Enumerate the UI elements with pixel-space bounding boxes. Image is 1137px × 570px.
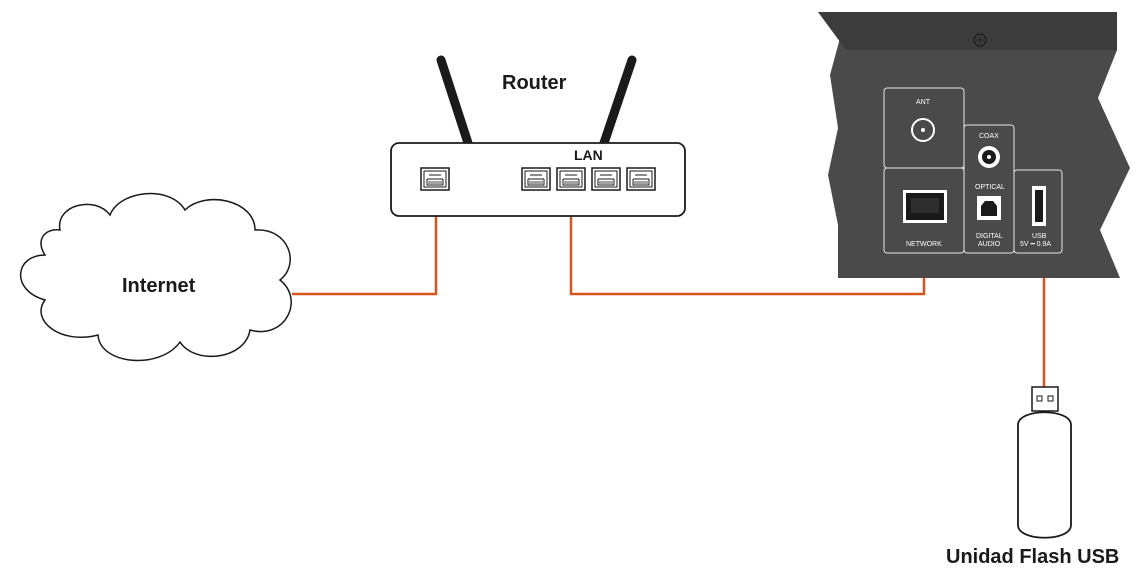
router-wan-port [420, 167, 450, 191]
lan-label: LAN [574, 147, 603, 163]
router-antenna-right [599, 55, 637, 148]
usb-drive-connector [1031, 386, 1059, 412]
internet-cloud [19, 192, 292, 362]
usb-drive-label: Unidad Flash USB [946, 546, 1119, 568]
cable-internet-router [292, 192, 438, 296]
usb-box [1013, 169, 1063, 254]
router-lan-port-1 [521, 167, 551, 191]
router-label: Router [502, 72, 567, 94]
router-lan-port-4 [626, 167, 656, 191]
internet-label: Internet [122, 275, 196, 297]
router-antenna-left [436, 55, 473, 148]
usb-drive-body [1017, 411, 1072, 539]
usb-label: USB [1032, 233, 1047, 240]
device-back-panel: ANT COAX OPTICAL DIGITAL AUDIO NETWORK U… [818, 12, 1130, 278]
router-lan-port-2 [556, 167, 586, 191]
optical-label: OPTICAL [975, 184, 1005, 191]
coax-label: COAX [979, 133, 999, 140]
ant-label: ANT [916, 99, 931, 106]
audio-label: AUDIO [978, 241, 1001, 248]
screw-icon [973, 33, 987, 47]
network-label: NETWORK [906, 241, 942, 248]
router [390, 55, 686, 217]
network-box [883, 167, 965, 254]
usb-flash-drive [1017, 386, 1072, 539]
router-lan-port-3 [591, 167, 621, 191]
digital-label: DIGITAL [976, 233, 1003, 240]
usb-power-label: 5V ━ 0.9A [1020, 241, 1051, 248]
